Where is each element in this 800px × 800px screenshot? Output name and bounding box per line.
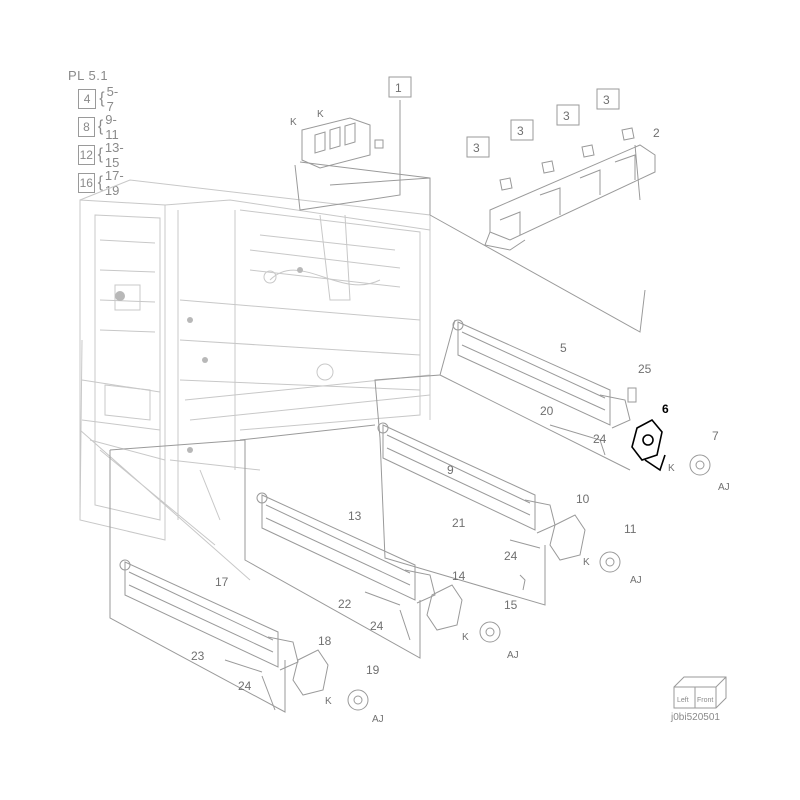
- gear-assemblies: [224, 387, 711, 711]
- part-3-fasteners: [499, 127, 635, 191]
- orientation-cube-icon: [673, 676, 727, 709]
- ref-box-1: 1: [395, 81, 402, 95]
- direction-mark-k: K: [668, 463, 675, 474]
- callout-7: 7: [712, 429, 719, 443]
- direction-mark-k: K: [462, 632, 469, 643]
- callout-10: 10: [576, 492, 590, 506]
- legend: PL 5.1 4 { 5-7 8 { 9-11 12 { 13-15 16 { …: [68, 68, 124, 198]
- callout-14: 14: [452, 569, 466, 583]
- callout-13: 13: [348, 509, 362, 523]
- developer-housing-5: [452, 319, 631, 429]
- legend-ref-box: 4: [78, 89, 97, 109]
- callout-24: 24: [370, 619, 384, 633]
- ref-box-3: 3: [473, 141, 480, 155]
- callout-20: 20: [540, 404, 554, 418]
- legend-row: 12 { 13-15: [78, 140, 129, 170]
- ref-box-3: 3: [517, 124, 524, 138]
- callout-18: 18: [318, 634, 332, 648]
- callout-11: 11: [624, 522, 637, 536]
- legend-ref-box: 16: [78, 173, 95, 193]
- leader-lines: [109, 100, 646, 713]
- legend-row: 8 { 9-11: [78, 112, 124, 142]
- frame-details: [115, 267, 303, 453]
- callout-21: 21: [452, 516, 466, 530]
- legend-row: 16 { 17-19: [78, 168, 129, 198]
- legend-range: 9-11: [105, 112, 119, 142]
- callout-24: 24: [593, 432, 607, 446]
- direction-mark-k: K: [325, 696, 332, 707]
- ref-box-3: 3: [603, 93, 610, 107]
- ref-box-3: 3: [563, 109, 570, 123]
- cube-front-label: Front: [697, 697, 713, 704]
- figure-id: j0bi520501: [671, 712, 720, 723]
- brace-icon: {: [99, 90, 105, 107]
- legend-ref-box: 8: [78, 117, 95, 137]
- callout-23: 23: [191, 649, 205, 663]
- brace-icon: {: [97, 118, 104, 135]
- part-1-assembly: [301, 117, 384, 169]
- brace-icon: {: [97, 174, 103, 191]
- direction-mark-aj: AJ: [372, 714, 384, 725]
- callout-9: 9: [447, 463, 454, 477]
- direction-mark-aj: AJ: [507, 650, 519, 661]
- legend-range: 5-7: [106, 84, 119, 114]
- direction-mark-k: K: [290, 117, 297, 128]
- reference-boxes: [388, 76, 620, 158]
- callout-17: 17: [215, 575, 229, 589]
- callout-15: 15: [504, 598, 518, 612]
- direction-mark-k: K: [317, 109, 324, 120]
- cube-left-label: Left: [677, 697, 689, 704]
- callout-24: 24: [504, 549, 518, 563]
- callout-22: 22: [338, 597, 352, 611]
- legend-row: 4 { 5-7: [78, 84, 122, 114]
- callout-6: 6: [662, 402, 669, 416]
- direction-mark-k: K: [583, 557, 590, 568]
- developer-housing-13: [256, 492, 436, 604]
- part-2-bracket: [484, 144, 656, 251]
- developer-housing-9: [377, 422, 556, 534]
- callout-24: 24: [238, 679, 252, 693]
- direction-mark-aj: AJ: [718, 482, 730, 493]
- callout-25: 25: [638, 362, 652, 376]
- legend-title: PL 5.1: [68, 68, 109, 83]
- brace-icon: {: [97, 146, 103, 163]
- developer-housing-17: [119, 559, 299, 671]
- direction-mark-aj: AJ: [630, 575, 642, 586]
- part-6-highlighted: [631, 418, 666, 472]
- callout-19: 19: [366, 663, 380, 677]
- legend-range: 13-15: [104, 140, 124, 170]
- callout-5: 5: [560, 341, 567, 355]
- legend-ref-box: 12: [78, 145, 95, 165]
- callout-2: 2: [653, 126, 660, 140]
- legend-range: 17-19: [104, 168, 124, 198]
